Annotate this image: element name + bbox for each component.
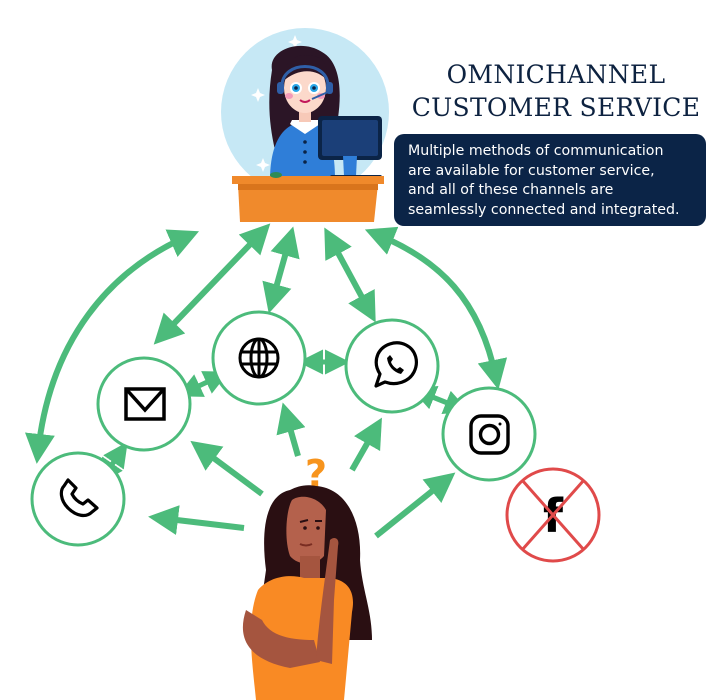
description-line: Multiple methods of communication [408, 143, 664, 159]
phone-icon [59, 478, 99, 518]
arrow-hub-instagram [364, 226, 508, 390]
arrow-hub-web [262, 226, 300, 314]
arrow-customer-phone [148, 505, 245, 536]
instagram-icon [469, 414, 510, 455]
arrow-email-web [176, 371, 230, 397]
channel-email [96, 356, 192, 452]
agent-illustration [221, 28, 389, 222]
channel-phone [30, 451, 126, 547]
globe-icon [238, 337, 280, 379]
whatsapp-icon [374, 341, 418, 388]
title-line-2: CUSTOMER SERVICE [411, 93, 701, 122]
arrow-hub-whatsapp [324, 227, 376, 323]
question-mark-icon: ? [305, 452, 327, 496]
channel-instagram [441, 386, 537, 482]
channel-web [211, 310, 307, 406]
arrow-customer-web [276, 402, 306, 457]
arrow-customer-instagram [374, 472, 456, 539]
arrow-customer-email [190, 440, 264, 497]
description-line: seamlessly connected and integrated. [408, 201, 680, 218]
channel-whatsapp [344, 318, 440, 414]
description-line: and all of these channels are [408, 182, 614, 198]
page-title: OMNICHANNEL CUSTOMER SERVICE [396, 58, 716, 124]
envelope-icon [124, 387, 166, 421]
channel-facebook-excluded: f [505, 467, 601, 563]
arrow-hub-email [153, 223, 271, 345]
title-line-1: OMNICHANNEL [446, 60, 666, 89]
description-line: are available for customer service, [408, 162, 655, 179]
description-box: Multiple methods of communication are av… [394, 134, 706, 226]
arrow-customer-whatsapp [349, 417, 382, 472]
sparkle-icon [251, 35, 302, 172]
customer-illustration: ? [242, 452, 372, 700]
